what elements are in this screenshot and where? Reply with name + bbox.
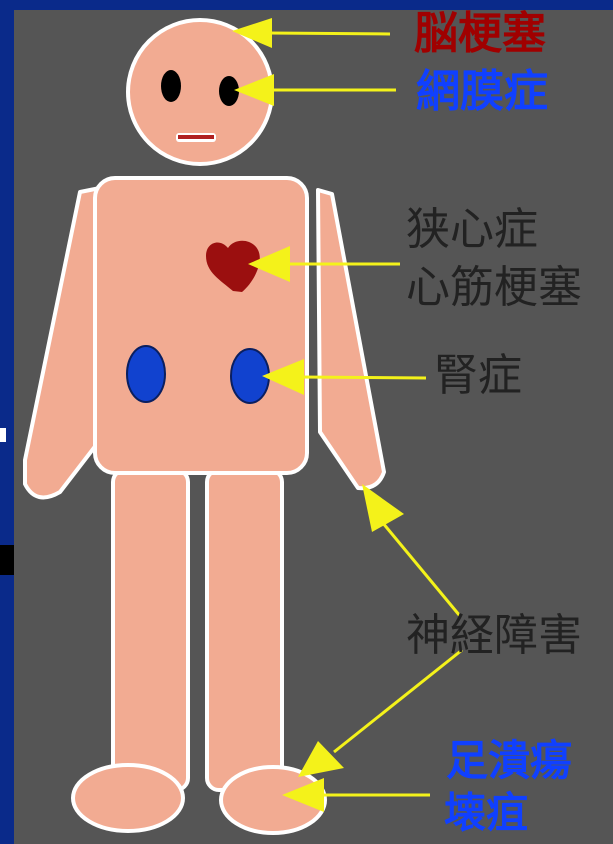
arrow-brain-line: [268, 33, 390, 34]
left-foot: [73, 765, 183, 831]
right-arm: [318, 190, 384, 488]
mouth-line: [178, 135, 214, 139]
arrow-nerve-foot-line: [334, 650, 462, 752]
label-myocardial-infarction: 心筋梗塞: [406, 266, 582, 310]
label-gangrene: 壊疽: [444, 792, 528, 834]
label-retinopathy: 網膜症: [416, 70, 548, 114]
label-brain-infarction: 脳梗塞: [414, 12, 546, 56]
right-eye: [219, 76, 239, 106]
label-angina: 狭心症: [406, 208, 538, 252]
left-leg: [113, 470, 188, 790]
label-nephropathy: 腎症: [434, 354, 522, 398]
arrow-nerve-hand-head: [362, 484, 404, 532]
arrow-nerve-foot-head: [298, 741, 344, 777]
torso: [95, 178, 307, 473]
arrow-kidney-line: [300, 377, 426, 378]
arrow-nerve-hand-line: [382, 522, 460, 616]
label-neuropathy: 神経障害: [406, 614, 582, 658]
left-arm: [25, 188, 100, 497]
left-kidney: [127, 346, 165, 402]
label-foot-ulcer: 足潰瘍: [446, 740, 572, 782]
right-leg: [207, 470, 282, 790]
left-eye: [161, 70, 181, 102]
